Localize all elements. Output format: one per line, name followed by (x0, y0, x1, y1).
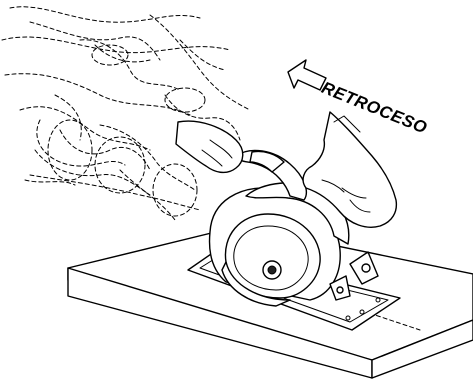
kickback-motion-trail (2, 7, 250, 220)
kickback-direction-arrow-icon (288, 60, 326, 90)
